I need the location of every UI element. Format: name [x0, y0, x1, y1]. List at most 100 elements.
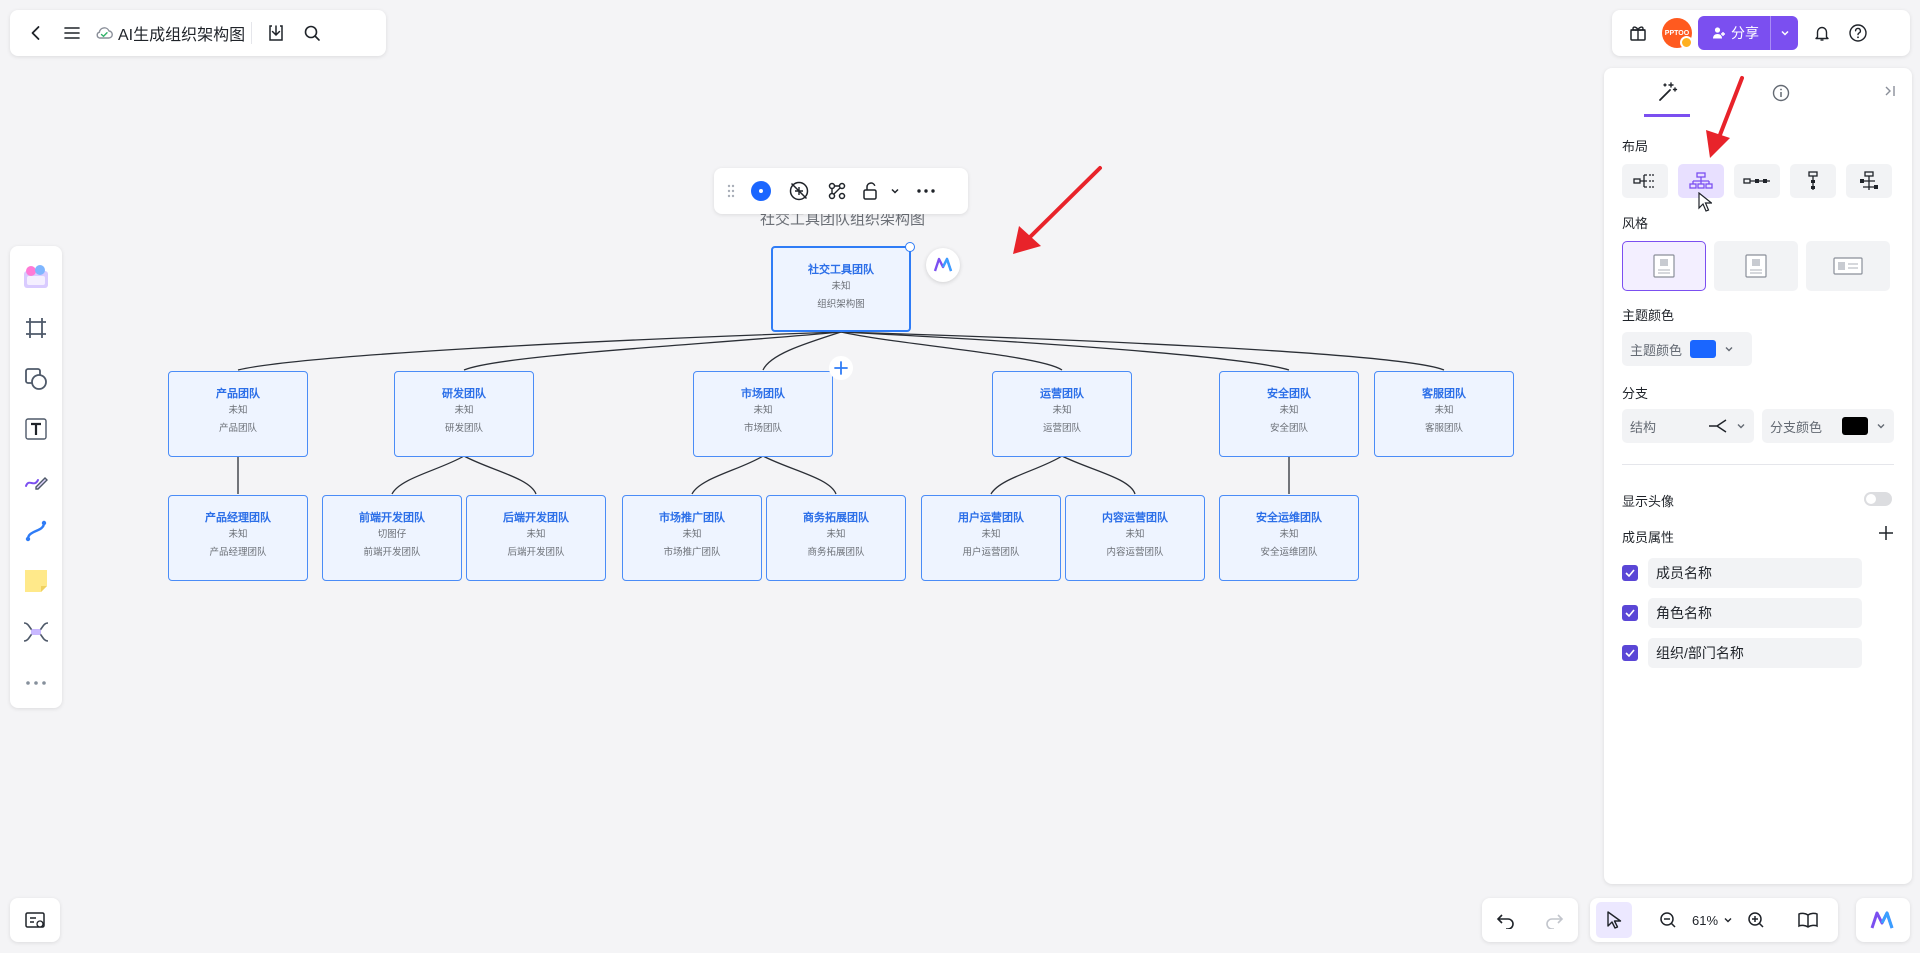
- attribute-field[interactable]: 组织/部门名称: [1648, 638, 1862, 668]
- share-main[interactable]: 分享: [1698, 16, 1770, 50]
- style-option-3[interactable]: [1806, 241, 1890, 291]
- node-role: 未知: [753, 405, 773, 416]
- help-icon[interactable]: [1840, 15, 1876, 51]
- info-icon: [1772, 84, 1790, 102]
- node-role: 未知: [1052, 405, 1072, 416]
- layout-option-tree[interactable]: [1846, 164, 1892, 198]
- branch-icon[interactable]: [818, 173, 856, 209]
- zoom-in-icon[interactable]: [1738, 902, 1774, 938]
- layout-option-horizontal[interactable]: [1734, 164, 1780, 198]
- attribute-checkbox[interactable]: [1622, 565, 1638, 581]
- gift-icon[interactable]: [1620, 15, 1656, 51]
- tab-info[interactable]: [1758, 69, 1804, 117]
- org-node[interactable]: 安全运维团队 未知 安全运维团队: [1219, 495, 1359, 581]
- share-button[interactable]: 分享: [1698, 16, 1798, 50]
- avatar[interactable]: PPTOO: [1662, 18, 1693, 49]
- no-style-icon[interactable]: [780, 173, 818, 209]
- more-icon[interactable]: [14, 657, 58, 708]
- bell-icon[interactable]: [1804, 15, 1840, 51]
- org-node[interactable]: 客服团队 未知 客服团队: [1374, 371, 1514, 457]
- org-node[interactable]: 产品经理团队 未知 产品经理团队: [168, 495, 308, 581]
- add-attribute-icon[interactable]: [1878, 525, 1894, 541]
- chevron-down-icon: [1877, 424, 1885, 429]
- history-controls: [1482, 898, 1578, 942]
- style-option-2[interactable]: [1714, 241, 1798, 291]
- select-tool-icon[interactable]: [1596, 902, 1632, 938]
- template-icon[interactable]: [14, 252, 58, 303]
- node-role: 未知: [981, 529, 1001, 540]
- branch-color-select[interactable]: 分支颜色: [1762, 409, 1894, 443]
- attribute-checkbox[interactable]: [1622, 645, 1638, 661]
- attribute-field[interactable]: 角色名称: [1648, 598, 1862, 628]
- menu-icon[interactable]: [54, 15, 90, 51]
- tab-style[interactable]: [1644, 69, 1690, 117]
- org-node[interactable]: 产品团队 未知 产品团队: [168, 371, 308, 457]
- collapse-panel-icon[interactable]: [1882, 83, 1898, 99]
- connector-icon[interactable]: [14, 505, 58, 556]
- org-node[interactable]: 运营团队 未知 运营团队: [992, 371, 1132, 457]
- unlock-icon[interactable]: [856, 173, 886, 209]
- add-child-icon[interactable]: [829, 356, 853, 380]
- more-icon[interactable]: [904, 173, 948, 209]
- attribute-field[interactable]: 成员名称: [1648, 558, 1862, 588]
- zoom-out-icon[interactable]: [1650, 902, 1686, 938]
- layout-option-org[interactable]: [1678, 164, 1724, 198]
- drag-handle-icon[interactable]: [720, 173, 742, 209]
- org-node[interactable]: 用户运营团队 未知 用户运营团队: [921, 495, 1061, 581]
- shape-icon[interactable]: [14, 353, 58, 404]
- attribute-checkbox[interactable]: [1622, 605, 1638, 621]
- org-node[interactable]: 安全团队 未知 安全团队: [1219, 371, 1359, 457]
- org-node[interactable]: 市场推广团队 未知 市场推广团队: [622, 495, 762, 581]
- org-node[interactable]: 商务拓展团队 未知 商务拓展团队: [766, 495, 906, 581]
- text-icon[interactable]: [14, 404, 58, 455]
- show-avatar-toggle[interactable]: [1864, 492, 1892, 506]
- layout-label: 布局: [1622, 139, 1649, 154]
- theme-color-swatch: [1690, 340, 1717, 358]
- color-icon[interactable]: [742, 173, 780, 209]
- org-node[interactable]: 前端开发团队 切图仔 前端开发团队: [322, 495, 462, 581]
- zoom-level[interactable]: 61%: [1692, 912, 1719, 928]
- node-name: 产品团队: [216, 388, 260, 400]
- cloud-icon: [94, 25, 114, 41]
- share-dropdown[interactable]: [1770, 16, 1798, 50]
- resize-handle[interactable]: [905, 242, 915, 252]
- download-icon[interactable]: [258, 15, 294, 51]
- structure-select[interactable]: 结构: [1622, 409, 1754, 443]
- mindmap-icon[interactable]: [14, 607, 58, 658]
- layout-option-vertical[interactable]: [1790, 164, 1836, 198]
- pen-icon[interactable]: [14, 455, 58, 506]
- frame-icon[interactable]: [14, 303, 58, 354]
- ai-assistant-icon[interactable]: [926, 248, 960, 282]
- back-icon[interactable]: [18, 15, 54, 51]
- top-toolbar: AI生成组织架构图: [10, 10, 386, 56]
- theme-color-select[interactable]: 主题颜色: [1622, 332, 1752, 366]
- style-option-1[interactable]: [1622, 241, 1706, 291]
- org-node[interactable]: 后端开发团队 未知 后端开发团队: [466, 495, 606, 581]
- minimap-button[interactable]: [10, 898, 60, 942]
- chart-title[interactable]: 社交工具团队组织架构图: [760, 211, 926, 228]
- node-org: 产品经理团队: [209, 547, 267, 558]
- org-node[interactable]: 研发团队 未知 研发团队: [394, 371, 534, 457]
- avatar-text: PPTOO: [1664, 29, 1690, 37]
- chevron-down-icon: [1737, 424, 1745, 429]
- node-role: 未知: [831, 281, 851, 292]
- org-node-root[interactable]: 社交工具团队 未知 组织架构图: [771, 246, 911, 332]
- sticky-note-icon[interactable]: [14, 556, 58, 607]
- redo-icon[interactable]: [1544, 911, 1564, 929]
- document-title[interactable]: AI生成组织架构图: [118, 27, 246, 44]
- ai-assistant-button[interactable]: [1856, 898, 1910, 942]
- book-icon[interactable]: [1790, 902, 1826, 938]
- undo-icon[interactable]: [1496, 911, 1516, 929]
- search-icon[interactable]: [294, 15, 330, 51]
- node-org: 前端开发团队: [363, 547, 421, 558]
- chart-connectors: [237, 331, 1445, 495]
- layout-horizontal-icon: [1743, 178, 1770, 184]
- node-org: 产品团队: [218, 423, 257, 434]
- chevron-down-icon[interactable]: [1718, 902, 1738, 938]
- node-org: 安全运维团队: [1260, 547, 1318, 558]
- org-node[interactable]: 市场团队 未知 市场团队: [693, 371, 833, 457]
- chevron-down-icon[interactable]: [886, 173, 904, 209]
- org-node[interactable]: 内容运营团队 未知 内容运营团队: [1065, 495, 1205, 581]
- layout-option-left[interactable]: [1622, 164, 1668, 198]
- node-org: 组织架构图: [817, 299, 865, 310]
